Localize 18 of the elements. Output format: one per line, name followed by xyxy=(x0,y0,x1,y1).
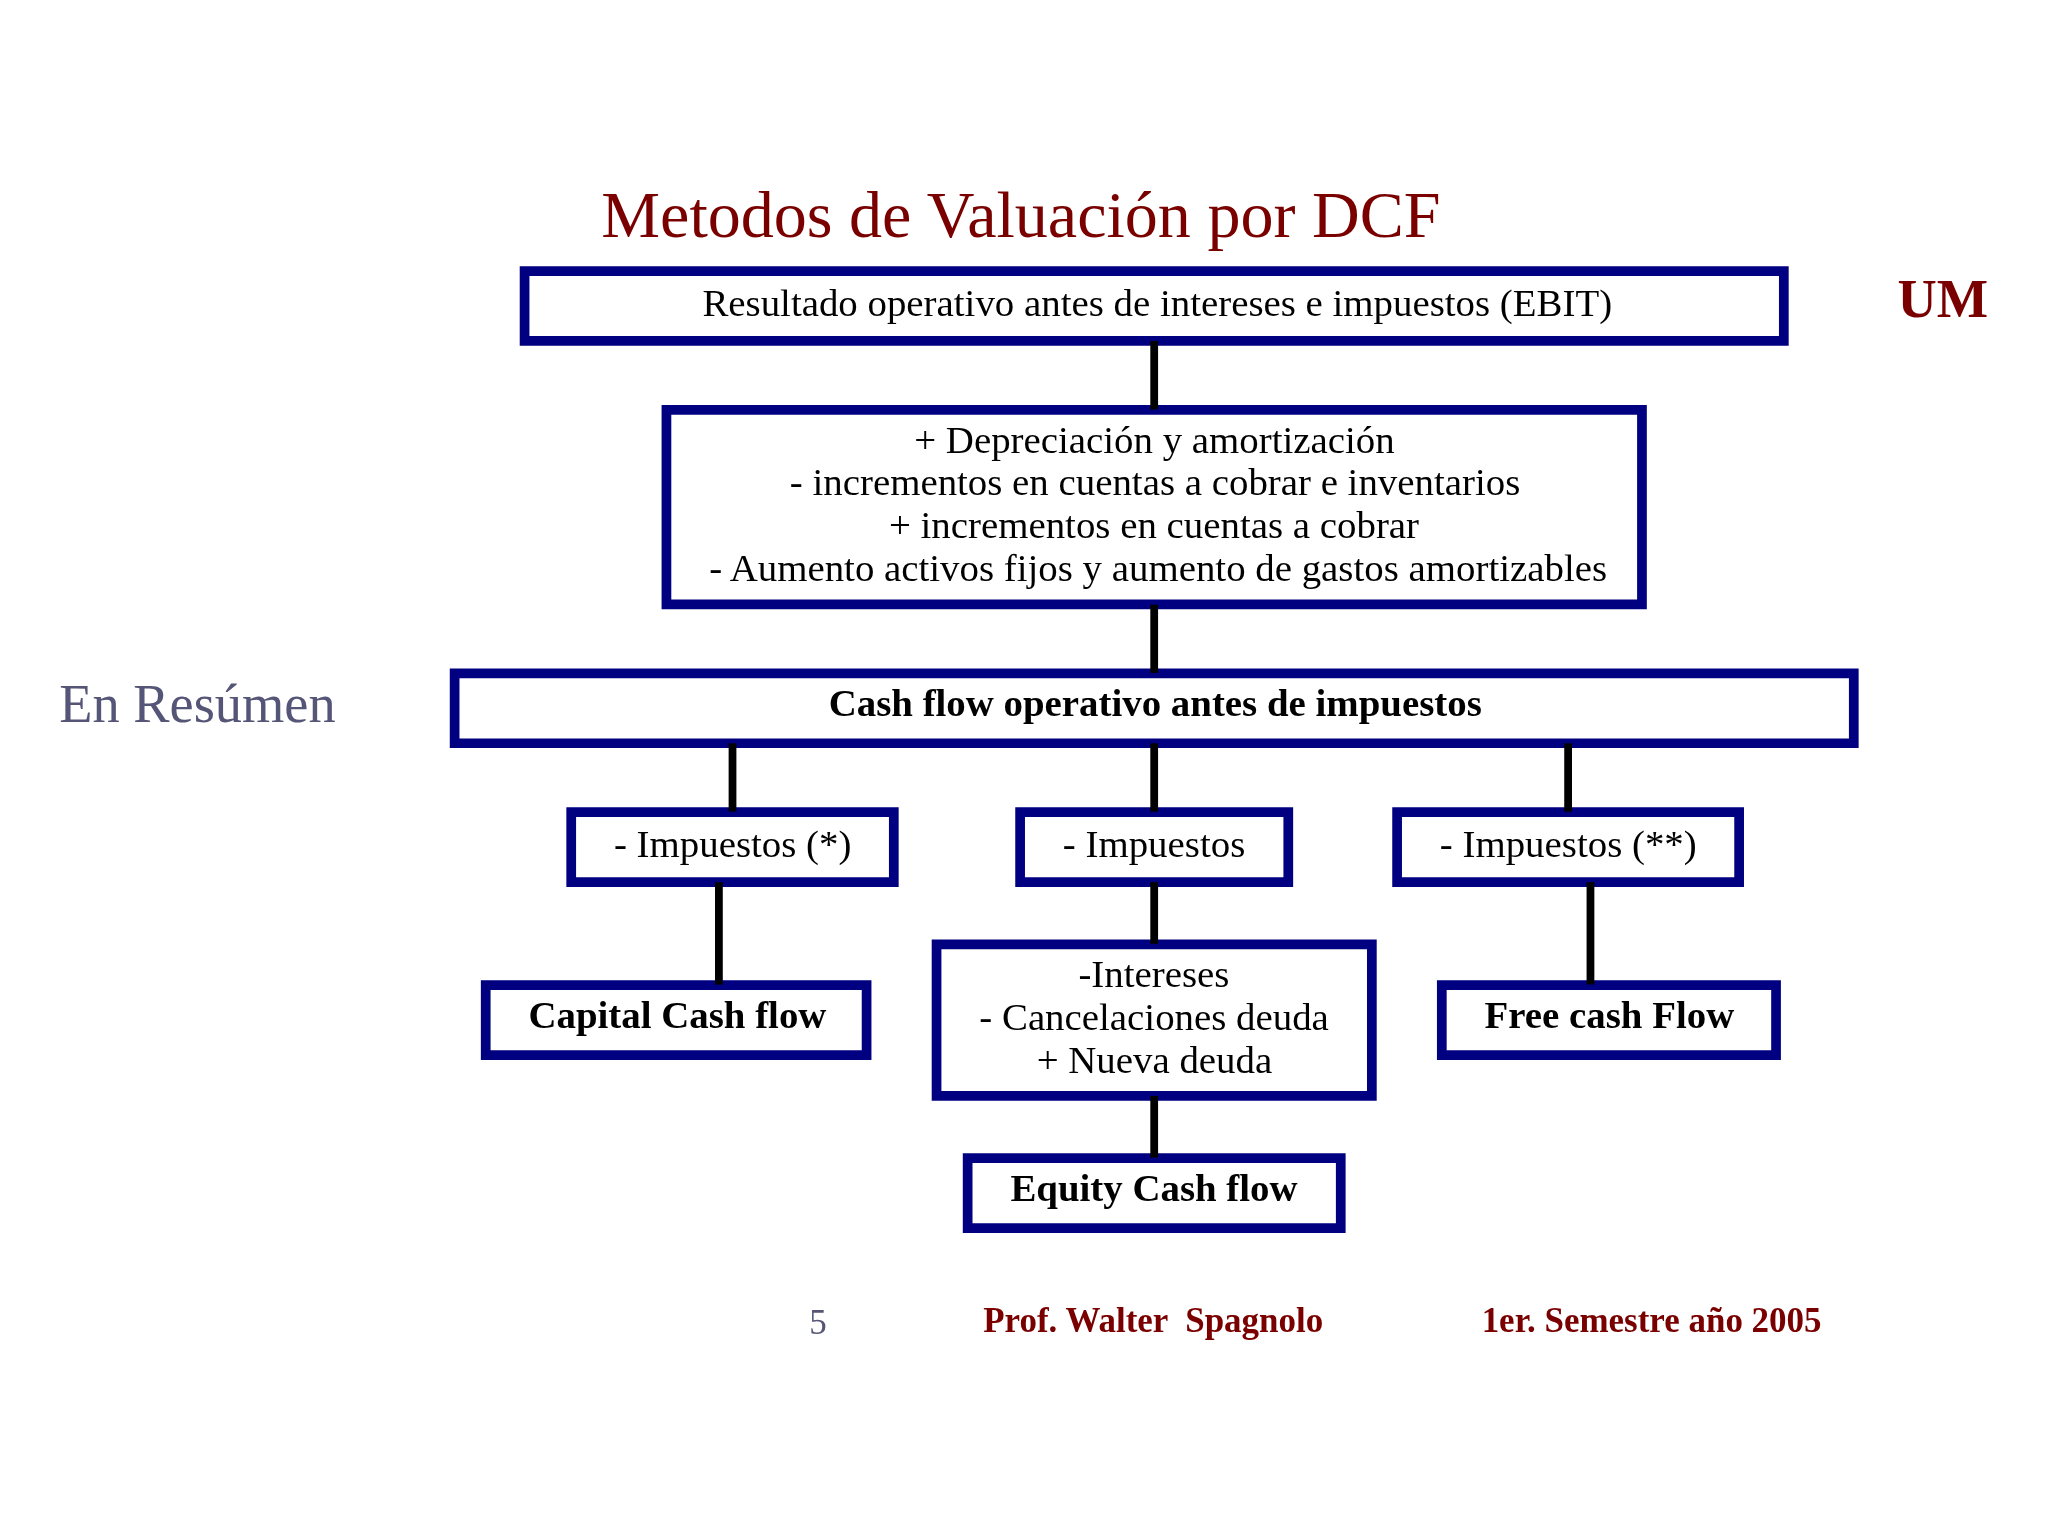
label: 1er. Semestre año 2005 xyxy=(1481,1300,1822,1340)
node-box: - Impuestos (*) xyxy=(566,806,899,887)
node-box: -Intereses - Cancelaciones deuda + Nueva deuda xyxy=(931,939,1377,1101)
diagram-title: Metodos de Valuación por DCF xyxy=(601,177,1441,251)
node-box: Free cash Flow xyxy=(1436,979,1781,1060)
node-box: Resultado operativo antes de intereses e impuestos (EBIT) xyxy=(519,265,1789,346)
node-box: + Depreciación y amortización - incrementos en cuentas a cobrar e inventarios + incrementos en cuentas a cobrar - Aumento activos fijos y aumento de gastos amortizables xyxy=(661,404,1647,609)
label: 5 xyxy=(809,1302,827,1342)
node-box: Capital Cash flow xyxy=(480,979,872,1060)
node-box: Cash flow operativo antes de impuestos xyxy=(449,667,1859,748)
node-box: Equity Cash flow xyxy=(962,1152,1346,1233)
node-box: - Impuestos xyxy=(1015,806,1294,887)
label: Prof. Walter Spagnolo xyxy=(983,1300,1324,1340)
label: En Resúmen xyxy=(59,673,336,734)
connector xyxy=(715,881,723,985)
connector xyxy=(1586,881,1595,985)
node-box: - Impuestos (**) xyxy=(1392,806,1744,887)
label: UM xyxy=(1897,268,1989,329)
